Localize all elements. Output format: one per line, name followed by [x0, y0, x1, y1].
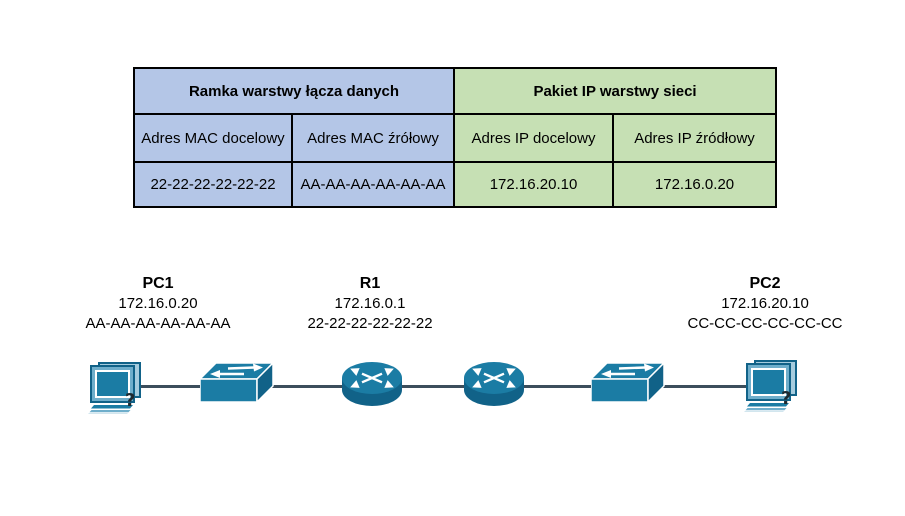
ethernet-link-line [126, 385, 758, 388]
col-header-mac-dest: Adres MAC docelowy [133, 113, 293, 163]
value-mac-src: AA-AA-AA-AA-AA-AA [290, 161, 456, 208]
r1-name: R1 [359, 275, 381, 292]
pc1-ip: 172.16.0.20 [118, 295, 198, 312]
pc2-mac: CC-CC-CC-CC-CC-CC [687, 315, 843, 332]
table-value-row: 22-22-22-22-22-22 AA-AA-AA-AA-AA-AA 172.… [133, 161, 778, 208]
switch1-device [200, 362, 274, 406]
r1-mac: 22-22-22-22-22-22 [307, 315, 433, 332]
value-ip-dest: 172.16.20.10 [453, 161, 615, 208]
switch-icon [200, 362, 274, 404]
router-icon [464, 362, 524, 406]
col-header-ip-src: Adres IP źródłowy [612, 113, 778, 163]
group-header-network: Pakiet IP warstwy sieci [453, 67, 778, 115]
pc2-device [742, 360, 800, 412]
table-column-header-row: Adres MAC docelowy Adres MAC źrółowy Adr… [133, 113, 778, 163]
router-icon [342, 362, 402, 406]
value-mac-dest: 22-22-22-22-22-22 [133, 161, 293, 208]
node-label-r1: R1 172.16.0.1 22-22-22-22-22-22 [265, 274, 475, 334]
table-group-header-row: Ramka warstwy łącza danych Pakiet IP war… [132, 67, 778, 115]
address-table: Ramka warstwy łącza danych Pakiet IP war… [132, 67, 778, 208]
pc2-unknown-mark: ? [781, 388, 792, 409]
switch2-device [591, 362, 665, 406]
pc1-unknown-mark: ? [125, 390, 136, 411]
router1-device [340, 360, 404, 408]
pc-icon [88, 362, 141, 414]
node-label-pc1: PC1 172.16.0.20 AA-AA-AA-AA-AA-AA [53, 274, 263, 334]
node-label-pc2: PC2 172.16.20.10 CC-CC-CC-CC-CC-CC [660, 274, 870, 334]
pc1-device [86, 362, 144, 414]
col-header-mac-src: Adres MAC źrółowy [290, 113, 456, 163]
col-header-ip-dest: Adres IP docelowy [453, 113, 615, 163]
pc2-ip: 172.16.20.10 [721, 295, 809, 312]
group-header-data-link: Ramka warstwy łącza danych [132, 67, 456, 115]
pc-icon [744, 360, 797, 412]
pc2-name: PC2 [749, 275, 781, 292]
value-ip-src: 172.16.0.20 [612, 161, 778, 208]
switch-icon [591, 362, 665, 404]
router2-device [462, 360, 526, 408]
pc1-mac: AA-AA-AA-AA-AA-AA [85, 315, 231, 332]
pc1-name: PC1 [142, 275, 174, 292]
r1-ip: 172.16.0.1 [334, 295, 406, 312]
